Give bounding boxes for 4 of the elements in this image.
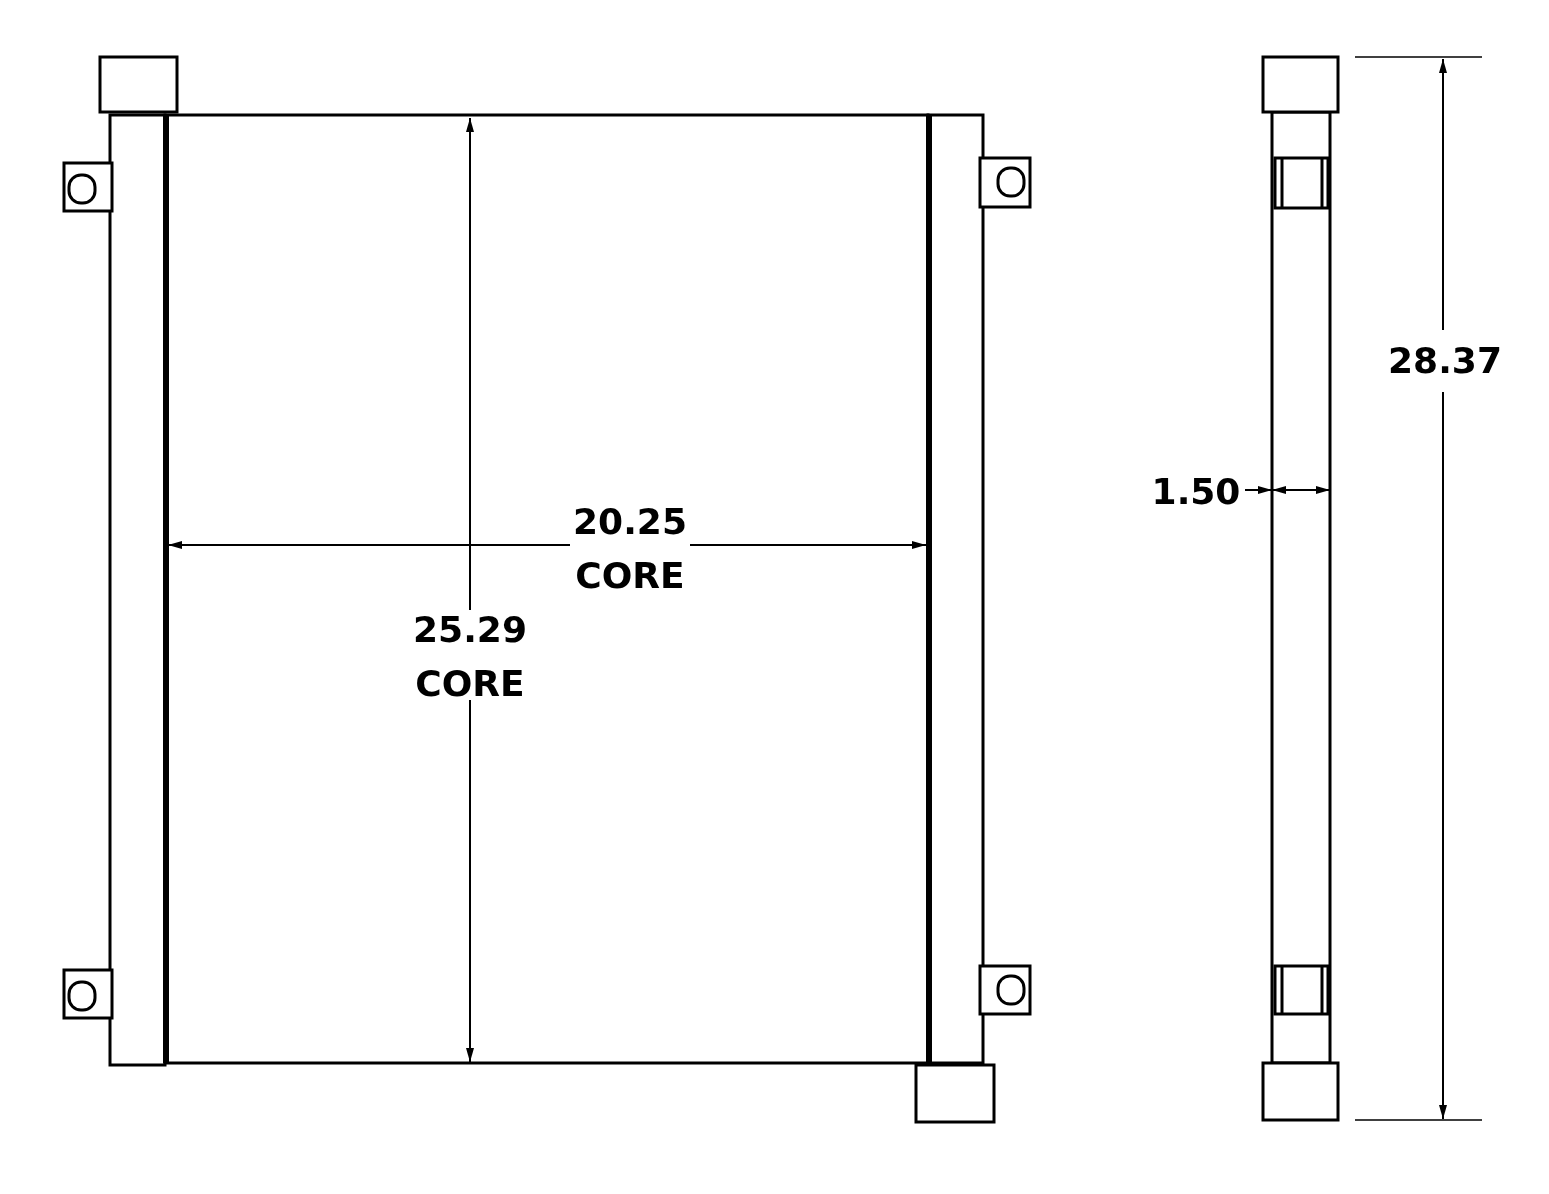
dimension-label: 28.37 <box>1387 339 1503 383</box>
dimension-label: 25.29 CORE <box>412 608 528 706</box>
dimension-label: 1.50 <box>1150 470 1242 514</box>
dimension-label: 20.25 CORE <box>572 500 688 598</box>
